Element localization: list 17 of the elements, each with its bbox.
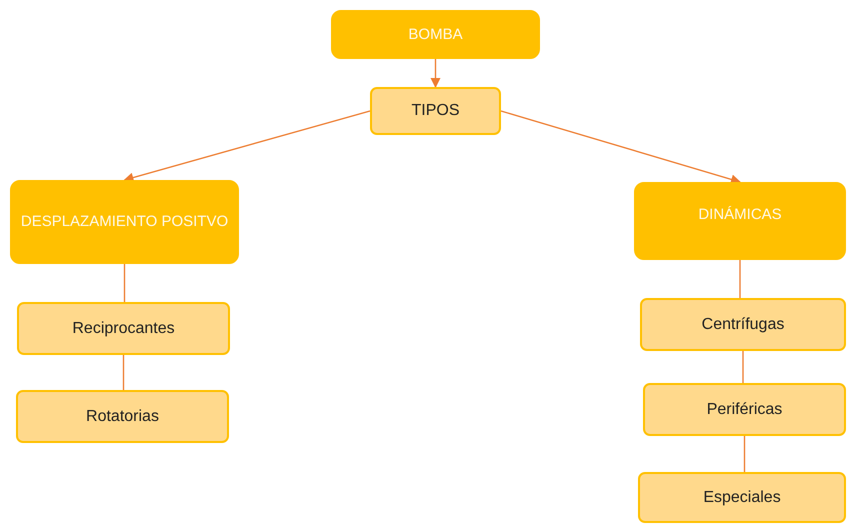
- connector-line: [742, 351, 744, 383]
- category-box: DESPLAZAMIENTO POSITVO: [10, 180, 239, 264]
- connector-line: [122, 355, 124, 390]
- arrow: [500, 110, 741, 184]
- item-box: Especiales: [638, 472, 846, 523]
- connector-line: [739, 260, 741, 298]
- connector-line: [744, 436, 746, 472]
- category-box: BOMBA: [331, 10, 540, 59]
- arrow: [430, 59, 440, 88]
- item-box: TIPOS: [370, 87, 501, 135]
- item-box: Centrífugas: [640, 298, 846, 351]
- item-box: Periféricas: [643, 383, 846, 436]
- connector-line: [124, 264, 126, 302]
- arrow: [124, 110, 370, 182]
- item-box: Reciprocantes: [17, 302, 230, 355]
- item-box: Rotatorias: [16, 390, 229, 443]
- category-box: DINÁMICAS: [634, 182, 846, 260]
